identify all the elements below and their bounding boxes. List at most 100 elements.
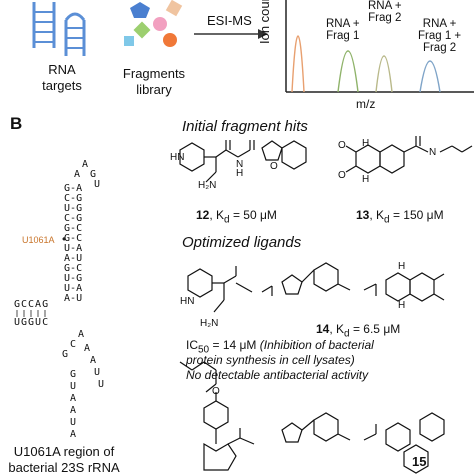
base-pair-bond: - — [70, 263, 77, 274]
stem-pair: A-U — [64, 294, 82, 304]
nucleotide: C — [76, 233, 83, 244]
nucleotide: C — [76, 263, 83, 274]
left-arm-top: GCCAG — [14, 299, 50, 310]
nucleotide: U — [70, 381, 77, 392]
peak-frag12 — [419, 60, 441, 93]
peak-label-frag1: RNA +Frag 1 — [326, 18, 360, 42]
compound-14-structure — [187, 262, 445, 313]
nucleotide: A — [76, 183, 83, 194]
nucleotide: C — [64, 213, 71, 224]
peak-frag2 — [375, 55, 393, 93]
panel-b-letter: B — [10, 114, 23, 133]
nucleotide: C — [70, 339, 77, 350]
compound-13-structure — [345, 136, 473, 174]
nucleotide: A — [84, 343, 91, 354]
stem-pair: G-C — [64, 264, 82, 274]
section-initial-hits: Initial fragment hits — [182, 118, 308, 135]
peak-label-frag12: RNA +Frag 1 +Frag 2 — [418, 18, 462, 54]
atom-label: HN — [170, 152, 185, 163]
nucleotide: A — [70, 429, 77, 440]
stem-pair: U-A — [64, 284, 82, 294]
peak-label-frag2: RNA +Frag 2 — [368, 0, 402, 24]
base-pair-bond: - — [70, 253, 77, 264]
nucleotide: G — [64, 223, 71, 234]
stem-pair: C-G — [64, 194, 82, 204]
peak-frag1 — [337, 50, 359, 93]
atom-label: O — [338, 170, 346, 181]
compound-12-caption: 12, Kd = 50 μM — [196, 208, 277, 226]
nucleotide: A — [90, 355, 97, 366]
base-pair-bond: - — [70, 183, 77, 194]
nucleotide: U — [98, 379, 105, 390]
atom-label: N — [429, 147, 437, 158]
nucleotide: A — [64, 253, 71, 264]
nucleotide: G — [64, 263, 71, 274]
rna-target-icon — [32, 2, 86, 56]
atom-label: H — [398, 300, 406, 311]
stem-pair: U-G — [64, 204, 82, 214]
compound-15-caption: 15 — [412, 454, 427, 469]
atom-label: H — [362, 174, 370, 185]
base-pair-bond: - — [70, 283, 77, 294]
nucleotide: G — [76, 203, 83, 214]
atom-label: H — [362, 138, 370, 149]
no-activity-note: No detectable antibacterial activity — [186, 368, 369, 382]
nucleotide: A — [70, 393, 77, 404]
esi-ms-arrow — [194, 29, 268, 39]
nucleotide: A — [76, 283, 83, 294]
nucleotide: G — [64, 183, 71, 194]
compound-15-structure — [179, 361, 445, 474]
atom-label: O — [270, 161, 278, 172]
stem-pair: C-G — [64, 214, 82, 224]
compound-12-structure — [179, 140, 307, 183]
nucleotide: U — [64, 243, 71, 254]
nucleotide: G — [62, 349, 69, 360]
stem-pair: U-G — [64, 274, 82, 284]
esi-ms-label: ESI-MS — [207, 13, 252, 28]
left-arm-bottom: UGGUC — [14, 317, 50, 328]
ic50-line: IC50 = 14 μM (Inhibition of bacterial — [186, 338, 374, 356]
nucleotide: G — [76, 273, 83, 284]
base-pair-bond: - — [70, 203, 77, 214]
nucleotide: A — [78, 329, 85, 340]
base-pair-bond: - — [70, 243, 77, 254]
nucleotide: U — [64, 283, 71, 294]
stem-pair: G-C — [64, 224, 82, 234]
base-pair-bond: - — [70, 273, 77, 284]
nucleotide: G — [76, 193, 83, 204]
nucleotide: C — [64, 193, 71, 204]
nucleotide: G — [76, 213, 83, 224]
base-pair-bond: - — [70, 193, 77, 204]
nucleotide: U — [70, 417, 77, 428]
stem-pair: G-A — [64, 184, 82, 194]
stem-pair: G-C — [64, 234, 82, 244]
base-pair-bond: - — [70, 233, 77, 244]
base-pair-bond: - — [70, 293, 77, 304]
atom-label: O — [338, 140, 346, 151]
base-pair-bond: - — [70, 223, 77, 234]
nucleotide: U — [76, 293, 83, 304]
loop-nt: A — [82, 159, 89, 170]
atom-label: HN — [180, 296, 195, 307]
nucleotide: A — [76, 243, 83, 254]
atom-label: H — [236, 168, 244, 179]
loop-nt: A — [74, 169, 81, 180]
nucleotide: U — [76, 253, 83, 264]
atom-label: N — [236, 159, 244, 170]
nucleotide: A — [70, 405, 77, 416]
nucleotide: G — [64, 233, 71, 244]
compound-13-caption: 13, Kd = 150 μM — [356, 208, 444, 226]
base-pair-bond: - — [70, 213, 77, 224]
spectrum-peaks — [291, 35, 441, 93]
peak-rna — [291, 35, 305, 93]
nucleotide: U — [64, 273, 71, 284]
stem-pair: U-A — [64, 244, 82, 254]
atom-label: H₂N — [200, 318, 219, 329]
loop-nt: G — [90, 169, 97, 180]
section-optimized: Optimized ligands — [182, 234, 302, 251]
nucleotide: U — [64, 203, 71, 214]
